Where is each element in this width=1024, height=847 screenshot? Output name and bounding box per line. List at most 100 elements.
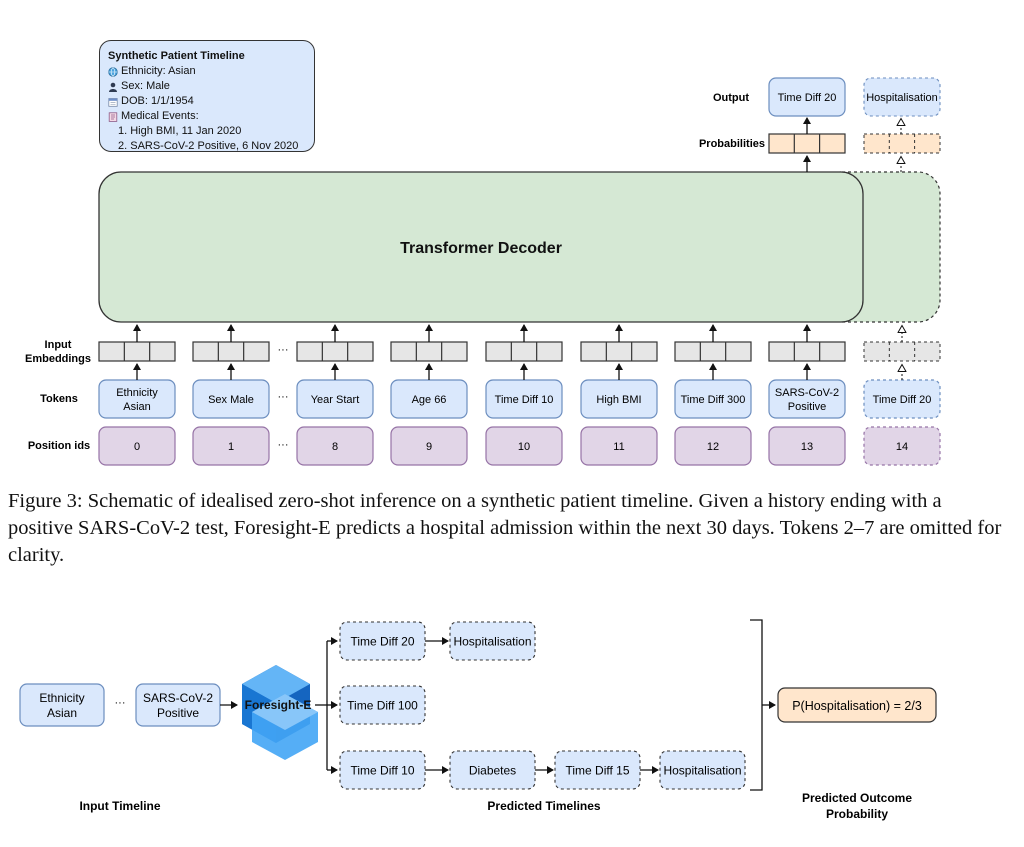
position-id-box bbox=[296, 426, 374, 466]
predicted-token-label: Time Diff 100 bbox=[347, 699, 418, 713]
globe-icon bbox=[108, 66, 118, 77]
figure-3-diagram: Transformer Decoder Output Probabilities… bbox=[25, 77, 941, 466]
predicted-token-box bbox=[339, 685, 426, 725]
figure-4-diagram: Ethnicity Asian ··· SARS-CoV-2 Positive … bbox=[19, 619, 937, 821]
position-id-label: 10 bbox=[518, 441, 530, 453]
probabilities-vector bbox=[768, 133, 846, 154]
ellipsis-tokens: ··· bbox=[278, 391, 289, 403]
token-label: Sex Male bbox=[208, 394, 254, 406]
position-id-label: 9 bbox=[426, 441, 432, 453]
position-id-label: 11 bbox=[613, 441, 624, 453]
position-id-label: 8 bbox=[332, 441, 338, 453]
patient-card-title: Synthetic Patient Timeline bbox=[108, 50, 245, 62]
position-id-label: 1 bbox=[228, 441, 234, 453]
figure-3-caption: Figure 3: Schematic of idealised zero-sh… bbox=[8, 490, 1002, 566]
ghost-output-token-label: Hospitalisation bbox=[866, 92, 938, 104]
position-id-box bbox=[390, 426, 468, 466]
embedding-vector bbox=[390, 341, 468, 362]
label-predicted-outcome-1: Predicted Outcome bbox=[802, 791, 912, 805]
position-id-label: 13 bbox=[801, 441, 813, 453]
position-id-label: 12 bbox=[707, 441, 719, 453]
patient-sex-row: Sex: Male bbox=[108, 79, 306, 94]
patient-medical-events-row: Medical Events: bbox=[108, 109, 306, 124]
token-label: Time Diff 300 bbox=[681, 394, 746, 406]
token-label: Time Diff 10 bbox=[495, 394, 554, 406]
ellipsis-positions: ··· bbox=[278, 439, 289, 451]
token-label: Asian bbox=[123, 401, 151, 413]
predicted-token-label: Hospitalisation bbox=[453, 635, 531, 649]
patient-event-2: 2. SARS-CoV-2 Positive, 6 Nov 2020 bbox=[118, 140, 299, 152]
input-token-label: Asian bbox=[47, 706, 77, 720]
transformer-decoder-label: Transformer Decoder bbox=[400, 240, 562, 257]
token-label: SARS-CoV-2 bbox=[775, 387, 839, 399]
predicted-token-box bbox=[554, 750, 641, 790]
predicted-token-label: Time Diff 20 bbox=[350, 635, 414, 649]
token-label: Positive bbox=[788, 401, 827, 413]
synthetic-patient-timeline-card: Synthetic Patient Timeline Ethnicity: As… bbox=[99, 40, 315, 152]
predicted-token-box bbox=[339, 750, 426, 790]
embedding-vector bbox=[192, 341, 270, 362]
ghost-probabilities-vector bbox=[863, 133, 941, 154]
label-predicted-outcome-2: Probability bbox=[826, 807, 888, 821]
predicted-token-box bbox=[449, 621, 536, 661]
token-label: Year Start bbox=[311, 394, 360, 406]
output-token-label: Time Diff 20 bbox=[778, 92, 837, 104]
predicted-token-box bbox=[449, 750, 536, 790]
ellipsis-embeddings: ··· bbox=[278, 344, 289, 356]
calendar-icon bbox=[108, 97, 118, 107]
predicted-token-label: Hospitalisation bbox=[663, 764, 741, 778]
position-id-box bbox=[580, 426, 658, 466]
input-token-label: Ethnicity bbox=[39, 691, 84, 705]
position-id-box bbox=[192, 426, 270, 466]
label-input-embeddings-2: Embeddings bbox=[25, 353, 91, 365]
label-position-ids: Position ids bbox=[28, 440, 90, 452]
input-token-label: Positive bbox=[157, 706, 199, 720]
input-ellipsis: ··· bbox=[115, 697, 126, 709]
position-id-box bbox=[674, 426, 752, 466]
patient-medical-events-label: Medical Events: bbox=[121, 110, 199, 122]
predicted-token-label: Time Diff 10 bbox=[350, 764, 414, 778]
position-id-box bbox=[768, 426, 846, 466]
embedding-vector bbox=[580, 341, 658, 362]
position-id-box bbox=[485, 426, 563, 466]
patient-dob: DOB: 1/1/1954 bbox=[121, 95, 194, 107]
predicted-token-box bbox=[339, 621, 426, 661]
label-predicted-timelines: Predicted Timelines bbox=[487, 799, 600, 813]
embedding-vector bbox=[863, 341, 941, 362]
predicted-token-label: Time Diff 15 bbox=[565, 764, 629, 778]
patient-dob-row: DOB: 1/1/1954 bbox=[108, 94, 306, 109]
medical-record-icon bbox=[108, 111, 118, 122]
embedding-vector bbox=[98, 341, 176, 362]
label-input-embeddings-1: Input bbox=[45, 339, 72, 351]
foresight-e-label: Foresight-E bbox=[245, 698, 312, 712]
token-label: High BMI bbox=[596, 394, 641, 406]
timelines-bracket bbox=[750, 619, 763, 791]
patient-ethnicity-row: Ethnicity: Asian bbox=[108, 64, 306, 79]
predicted-token-label: Diabetes bbox=[469, 764, 516, 778]
embedding-vector bbox=[768, 341, 846, 362]
foresight-e-model-icon bbox=[242, 665, 318, 760]
embedding-vector bbox=[674, 341, 752, 362]
patient-event-1: 1. High BMI, 11 Jan 2020 bbox=[118, 125, 242, 137]
person-icon bbox=[109, 82, 117, 92]
position-id-box bbox=[863, 426, 941, 466]
label-output: Output bbox=[713, 92, 749, 104]
predicted-probability-value: P(Hospitalisation) = 2/3 bbox=[792, 699, 922, 713]
position-id-label: 0 bbox=[134, 441, 140, 453]
patient-sex: Sex: Male bbox=[121, 80, 170, 92]
predicted-probability-box bbox=[777, 687, 937, 723]
embedding-vector bbox=[485, 341, 563, 362]
patient-ethnicity: Ethnicity: Asian bbox=[121, 65, 196, 77]
transformer-decoder bbox=[98, 171, 864, 323]
input-token-label: SARS-CoV-2 bbox=[143, 691, 213, 705]
predicted-token-box bbox=[659, 750, 746, 790]
output-token-time-diff-20 bbox=[768, 77, 846, 117]
label-probabilities: Probabilities bbox=[699, 138, 765, 150]
label-tokens: Tokens bbox=[40, 393, 78, 405]
label-input-timeline: Input Timeline bbox=[79, 799, 160, 813]
token-label: Time Diff 20 bbox=[873, 394, 932, 406]
token-label: Age 66 bbox=[412, 394, 447, 406]
token-label: Ethnicity bbox=[116, 387, 158, 399]
input-token-ethnicity-asian bbox=[19, 683, 105, 727]
embedding-vector bbox=[296, 341, 374, 362]
